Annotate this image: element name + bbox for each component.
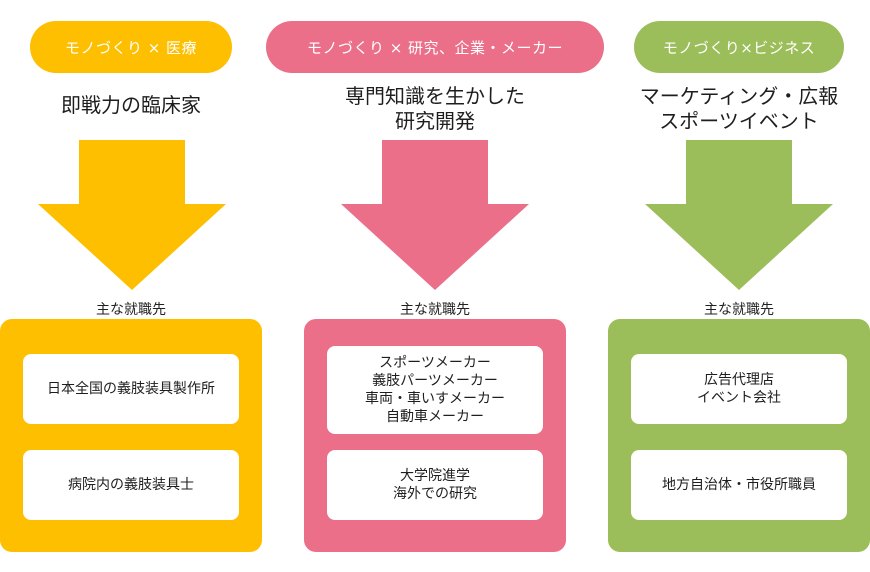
- role-line: スポーツイベント: [659, 109, 819, 133]
- card-line: 病院内の義肢装具士: [68, 477, 194, 493]
- subheading-employers: 主な就職先: [96, 302, 166, 318]
- card-line: 日本全国の義肢装具製作所: [47, 381, 215, 397]
- down-arrow: [341, 140, 529, 290]
- employer-card: 大学院進学 海外での研究: [327, 450, 543, 520]
- column-medical: モノづくり × 医療 即戦力の臨床家 主な就職先 日本全国の義肢装具製作所 病院…: [0, 0, 262, 572]
- employer-card: 地方自治体・市役所職員: [631, 450, 847, 520]
- column-business: モノづくり×ビジネス マーケティング・広報 スポーツイベント 主な就職先 広告代…: [608, 0, 870, 572]
- category-tag-medical: モノづくり × 医療: [30, 21, 232, 73]
- employer-panel-medical: 日本全国の義肢装具製作所 病院内の義肢装具士: [0, 319, 262, 552]
- subheading-employers: 主な就職先: [704, 302, 774, 318]
- card-line: 車両・車いすメーカー: [365, 391, 505, 407]
- career-role-medical: 即戦力の臨床家: [0, 93, 262, 118]
- card-line: 地方自治体・市役所職員: [662, 477, 816, 493]
- employer-card: 広告代理店 イベント会社: [631, 354, 847, 424]
- category-tag-business: モノづくり×ビジネス: [634, 21, 844, 73]
- career-role-business: マーケティング・広報 スポーツイベント: [608, 84, 870, 134]
- down-arrow: [645, 140, 833, 290]
- column-research: モノづくり × 研究、企業・メーカー 専門知識を生かした 研究開発 主な就職先 …: [266, 0, 604, 572]
- role-line: 専門知識を生かした: [345, 84, 525, 108]
- card-line: 義肢パーツメーカー: [372, 373, 498, 389]
- employer-card: 病院内の義肢装具士: [23, 450, 239, 520]
- career-role-research: 専門知識を生かした 研究開発: [304, 84, 566, 134]
- card-line: スポーツメーカー: [379, 355, 491, 371]
- employer-panel-research: スポーツメーカー 義肢パーツメーカー 車両・車いすメーカー 自動車メーカー 大学…: [304, 319, 566, 552]
- card-line: 海外での研究: [393, 486, 477, 502]
- employer-card: 日本全国の義肢装具製作所: [23, 354, 239, 424]
- employer-panel-business: 広告代理店 イベント会社 地方自治体・市役所職員: [608, 319, 870, 552]
- category-tag-research: モノづくり × 研究、企業・メーカー: [266, 21, 604, 73]
- employer-card: スポーツメーカー 義肢パーツメーカー 車両・車いすメーカー 自動車メーカー: [327, 346, 543, 434]
- down-arrow: [38, 140, 226, 290]
- role-line: 即戦力の臨床家: [61, 93, 201, 117]
- card-line: 自動車メーカー: [386, 409, 484, 425]
- card-line: 大学院進学: [400, 468, 470, 484]
- role-line: マーケティング・広報: [639, 84, 839, 108]
- role-line: 研究開発: [395, 109, 475, 133]
- card-line: イベント会社: [697, 390, 781, 406]
- subheading-employers: 主な就職先: [400, 302, 470, 318]
- card-line: 広告代理店: [704, 372, 774, 388]
